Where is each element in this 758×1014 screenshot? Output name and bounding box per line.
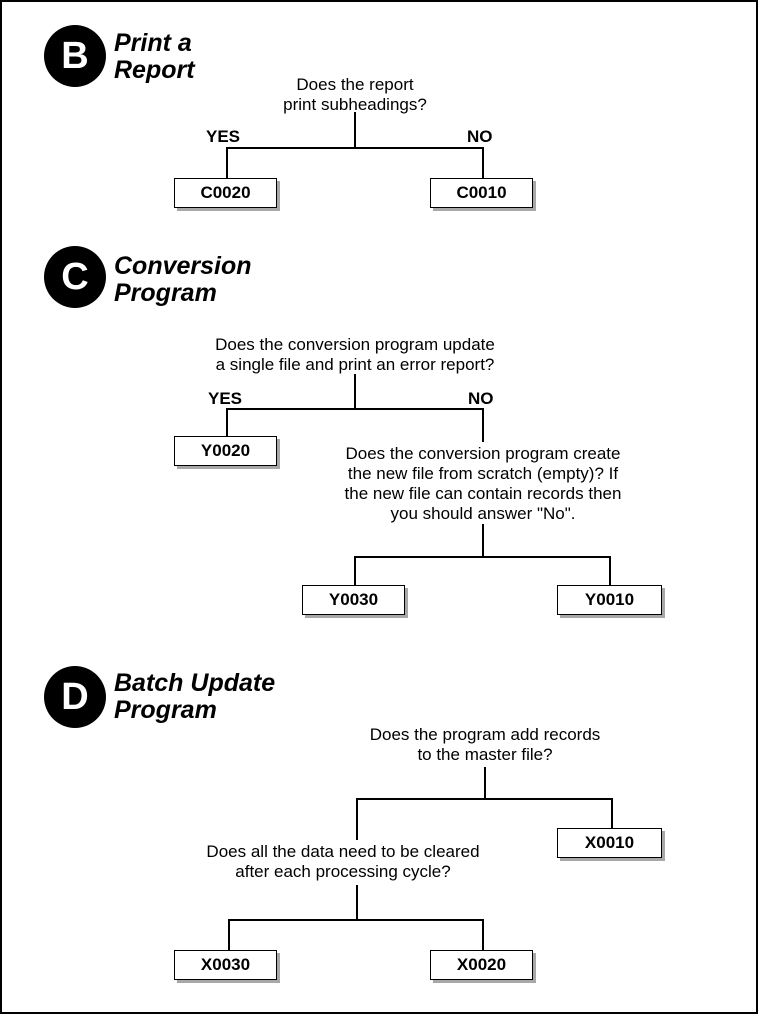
section-b-title: Print a Report <box>114 29 195 84</box>
section-b-badge: B <box>44 25 106 87</box>
section-c-sub-no-result-box: Y0010 <box>557 585 662 615</box>
connector-b-branch <box>226 147 484 178</box>
section-d-no-result-box: X0010 <box>557 828 662 858</box>
section-d-title: Batch Update Program <box>114 669 276 724</box>
section-b-no-result-box: C0010 <box>430 178 533 208</box>
section-b-yes-label: YES <box>206 127 241 146</box>
section-b-question: Does the report print subheadings? <box>283 75 427 114</box>
section-b-yes-result-box: C0020 <box>174 178 277 208</box>
section-d-badge: D <box>44 666 106 728</box>
section-c-sub-question: Does the conversion program create the n… <box>344 444 622 523</box>
connector-c-branch <box>226 408 484 442</box>
section-c-yes-result-box: Y0020 <box>174 436 277 466</box>
section-c-badge: C <box>44 246 106 308</box>
section-b-no-label: NO <box>467 127 493 146</box>
section-c-title: Conversion Program <box>114 252 252 307</box>
section-d-question: Does the program add records to the mast… <box>369 725 601 764</box>
section-d-sub-yes-result-box: X0030 <box>174 950 277 980</box>
section-d-sub-no-result-box: X0020 <box>430 950 533 980</box>
section-c-question: Does the conversion program update a sin… <box>215 335 495 374</box>
section-c-sub-yes-result-box: Y0030 <box>302 585 405 615</box>
section-d-sub-question: Does all the data need to be cleared aft… <box>206 842 480 881</box>
section-c-yes-label: YES <box>208 389 243 408</box>
connector-d-branch <box>356 798 613 840</box>
section-c-no-label: NO <box>468 389 494 408</box>
connector-c-sub-branch <box>354 556 611 585</box>
connector-d-sub-branch <box>228 919 484 950</box>
